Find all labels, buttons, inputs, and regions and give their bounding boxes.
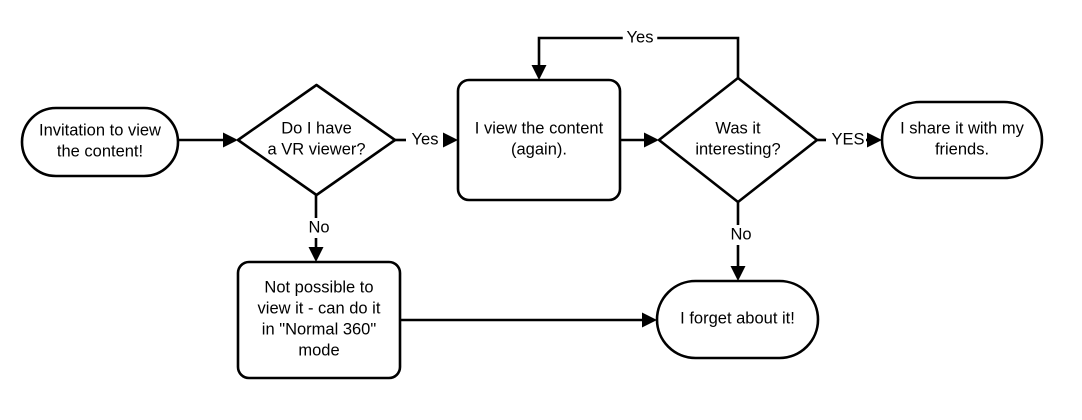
node-label-forget: I forget about it! [680, 310, 795, 328]
node-shape-rect [456, 78, 622, 202]
node-forget[interactable]: I forget about it! [655, 279, 820, 360]
node-label-view-content: I view the content (again). [475, 120, 604, 159]
node-text-line: interesting? [695, 141, 780, 159]
node-text-line: in "Normal 360" [262, 321, 377, 339]
node-label-share: I share it with my friends. [900, 120, 1025, 159]
edge-view-to-interesting [620, 132, 659, 148]
node-text-line: I share it with my [900, 120, 1025, 138]
arrow-head [443, 132, 458, 148]
edge-label-group-vr-yes-to-view: Yes [407, 130, 443, 150]
node-shape-stadium [655, 279, 820, 360]
node-label-invitation: Invitation to view the content! [39, 122, 161, 161]
edge-label-vr-yes-to-view: Yes [412, 130, 439, 148]
node-text-line: Do I have [281, 120, 352, 138]
edge-label-backdrop [728, 225, 754, 245]
node-invitation[interactable]: Invitation to view the content! [20, 106, 180, 178]
node-text-line: friends. [935, 141, 989, 159]
edge-not-possible-to-forget [400, 312, 657, 328]
arrow-head [308, 247, 324, 262]
edge-label-group-interesting-yes-loop: Yes [622, 28, 658, 48]
arrow-head [730, 266, 746, 281]
edge-label-interesting-no-to-forget: No [730, 225, 751, 243]
node-text-line: Invitation to view [39, 122, 161, 140]
edge-label-vr-no-to-not-possible: No [308, 218, 329, 236]
node-text-line: view it - can do it [258, 300, 381, 318]
node-shape-diamond [236, 83, 397, 197]
node-text-line: mode [298, 342, 339, 360]
node-share[interactable]: I share it with my friends. [880, 100, 1044, 180]
node-vr-viewer-question[interactable]: Do I have a VR viewer? [236, 83, 397, 197]
node-shape-stadium [880, 100, 1044, 180]
edge-label-backdrop [830, 130, 866, 150]
edge-label-group-interesting-yes-to-share: YES [830, 130, 866, 150]
edge-label-interesting-yes-to-share: YES [831, 130, 864, 148]
node-shape-diamond [657, 76, 819, 204]
node-label-not-possible: Not possible to view it - can do it in "No… [258, 279, 381, 360]
edge-label-backdrop [407, 130, 443, 150]
node-text-line: the content! [57, 143, 143, 161]
arrow-head [867, 132, 882, 148]
edge-label-backdrop [306, 218, 332, 238]
edge-interesting-yes-to-share [817, 132, 882, 148]
node-text-line: I view the content [475, 120, 604, 138]
arrow-head [642, 312, 657, 328]
node-text-line: a VR viewer? [267, 141, 365, 159]
node-text-line: Was it [715, 120, 761, 138]
node-shape-rect [236, 260, 402, 380]
nodes-layer: Invitation to view the content! Do I have a… [20, 76, 1044, 380]
node-not-possible[interactable]: Not possible to view it - can do it in "No… [236, 260, 402, 380]
node-view-content[interactable]: I view the content (again). [456, 78, 622, 202]
node-label-interesting-question: Was it interesting? [695, 120, 780, 159]
edge-label-backdrop [622, 28, 658, 48]
edge-invitation-to-question [178, 132, 238, 148]
arrow-head [531, 65, 547, 80]
edge-vr-yes-to-view [395, 132, 458, 148]
arrow-head [644, 132, 659, 148]
edges-layer [178, 36, 882, 328]
node-label-vr-viewer-question: Do I have a VR viewer? [267, 120, 365, 159]
edge-label-group-vr-no-to-not-possible: No [306, 218, 332, 238]
node-text-line: Not possible to [264, 279, 373, 297]
node-shape-stadium [20, 106, 180, 178]
node-text-line: I forget about it! [680, 310, 795, 328]
edge-label-interesting-yes-loop: Yes [627, 28, 654, 46]
edge-label-group-interesting-no-to-forget: No [728, 225, 754, 245]
node-interesting-question[interactable]: Was it interesting? [657, 76, 819, 204]
arrow-head [223, 132, 238, 148]
node-text-line: (again). [511, 141, 567, 159]
